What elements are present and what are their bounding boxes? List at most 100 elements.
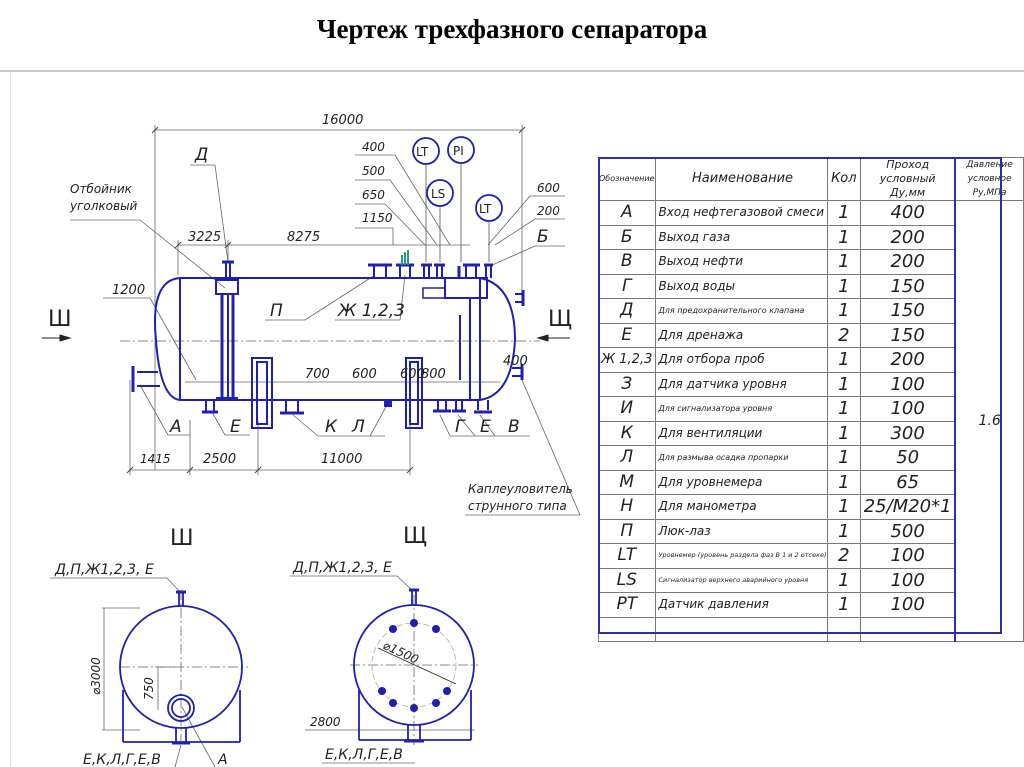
header-dn: Проход условный Ду,мм — [860, 157, 956, 201]
view-sh-title: Ш — [170, 526, 194, 551]
row-qty: 1 — [826, 567, 862, 593]
view-sh-a-label: А — [217, 752, 228, 767]
label-p: П — [270, 301, 283, 321]
dim-8275: 8275 — [287, 230, 320, 245]
view-sh-offset: 750 — [142, 677, 156, 700]
row-dn: 150 — [860, 273, 956, 299]
label-k: К — [325, 417, 338, 437]
coalescer-label-1: Каплеуловитель — [468, 482, 573, 496]
row-dn: 65 — [860, 469, 956, 495]
row-dn: 300 — [860, 420, 956, 446]
dim-top-650: 650 — [362, 188, 385, 202]
view-sh-bottom-callout: Е,К,Л,Г,Е,В — [83, 752, 161, 767]
row-name: Для уровнемера — [654, 469, 828, 495]
nozzle-spec-table: Обозначение Наименование Кол Проход усло… — [598, 157, 1024, 642]
dim-700: 700 — [305, 367, 330, 382]
dim-11000: 11000 — [321, 452, 362, 467]
dim-400: 400 — [503, 354, 528, 369]
dim-right-600: 600 — [537, 181, 560, 195]
drawing-labels: 16000 3225 8275 1200 1415 2500 11000 700… — [48, 113, 573, 767]
row-dn: 500 — [860, 518, 956, 544]
dim-top-400: 400 — [362, 140, 385, 154]
row-name: Выход воды — [654, 273, 828, 299]
row-name: Сигнализатор верхнего аварийного уровня — [654, 567, 828, 593]
page-title: Чертеж трехфазного сепаратора — [316, 14, 708, 44]
dim-1200: 1200 — [112, 283, 145, 298]
label-v: В — [508, 417, 520, 437]
row-name: Для вентиляции — [654, 420, 828, 446]
row-dn: 150 — [860, 322, 956, 348]
instrument-bubbles — [412, 136, 503, 222]
row-name — [654, 616, 828, 642]
row-qty: 1 — [826, 200, 862, 226]
row-code — [598, 616, 656, 642]
instrument-lt-2: LT — [479, 202, 492, 216]
pressure-value: 1.6 — [954, 200, 1024, 642]
label-l: Л — [351, 417, 365, 437]
vessel-side-view — [131, 260, 525, 429]
diameter-line — [377, 647, 457, 685]
dim-3225: 3225 — [188, 230, 221, 245]
row-dn: 100 — [860, 592, 956, 618]
instrument-ls: LS — [431, 187, 445, 201]
view-sh-drawing — [119, 590, 243, 745]
dimension-ticks — [126, 126, 526, 474]
dim-overall: 16000 — [322, 113, 363, 128]
row-dn: 150 — [860, 298, 956, 324]
dim-top-1150: 1150 — [362, 211, 393, 225]
view-sh-diameter: ⌀3000 — [89, 657, 103, 695]
row-name: Для манометра — [654, 494, 828, 520]
table-row — [598, 616, 1024, 642]
dimension-lines — [50, 125, 581, 767]
row-name: Для размыва осадка пропарки — [654, 445, 828, 471]
view-shch-bottom-callout: Е,К,Л,Г,Е,В — [325, 747, 403, 763]
label-d: Д — [194, 145, 208, 165]
dim-top-500: 500 — [362, 164, 385, 178]
deflector-label-2: уголковый — [69, 199, 138, 213]
coalescer-label-2: струнного типа — [468, 499, 567, 513]
row-name: Датчик давления — [654, 592, 828, 618]
view-marker-sh: Ш — [48, 307, 72, 332]
row-name: Для датчика уровня — [654, 371, 828, 397]
row-code: Е — [598, 322, 656, 348]
row-code: Б — [598, 224, 656, 250]
bolt-holes — [378, 619, 451, 712]
row-dn: 200 — [860, 249, 956, 275]
label-b: Б — [537, 227, 549, 247]
instrument-lt-1: LT — [416, 145, 429, 159]
dim-right-200: 200 — [537, 204, 560, 218]
label-zh: Ж 1,2,3 — [337, 301, 405, 321]
deflector-label-1: Отбойник — [70, 182, 133, 196]
frame-border — [10, 72, 11, 767]
view-shch-drawing — [353, 588, 475, 743]
label-e2: Е — [480, 417, 491, 437]
instrument-pi: PI — [453, 144, 464, 158]
row-code: А — [598, 200, 656, 226]
row-code: Л — [598, 445, 656, 471]
label-g: Г — [455, 417, 466, 437]
row-dn: 200 — [860, 347, 956, 373]
row-qty: 1 — [826, 469, 862, 495]
header-pressure: Давление условное Ру,МПа — [954, 157, 1024, 201]
row-qty — [826, 616, 862, 642]
view-marker-shch: Щ — [548, 307, 572, 332]
view-sh-top-callout: Д,П,Ж1,2,3, Е — [54, 562, 154, 578]
row-dn: 100 — [860, 567, 956, 593]
row-code: LT — [598, 543, 656, 569]
view-shch-top-callout: Д,П,Ж1,2,3, Е — [292, 560, 392, 576]
label-e: Е — [230, 417, 241, 437]
dim-600a: 600 — [352, 367, 377, 382]
view-shch-support-width: 2800 — [310, 715, 341, 729]
row-dn: 50 — [860, 445, 956, 471]
dim-600b: 600 — [400, 367, 425, 382]
title-divider — [0, 70, 1024, 72]
row-dn: 100 — [860, 396, 956, 422]
